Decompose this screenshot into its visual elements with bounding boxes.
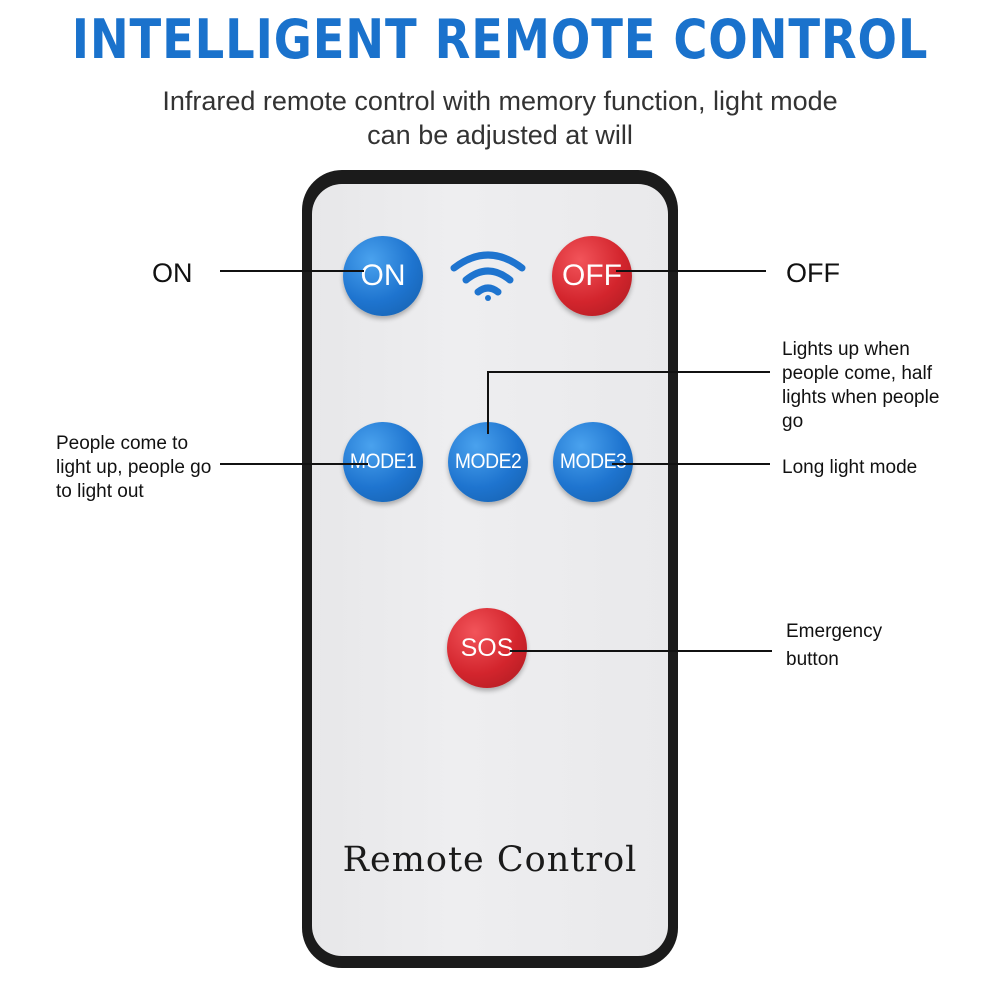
mode1-leader-line [220, 463, 368, 465]
mode2-annotation: Lights up when people come, half lights … [782, 339, 940, 432]
mode3-leader-line [612, 463, 770, 465]
sos-leader-line [510, 650, 772, 652]
sos-button-label: SOS [460, 633, 514, 662]
on-annotation: ON [152, 258, 193, 288]
off-annotation: OFF [786, 258, 840, 288]
mode2-button[interactable]: MODE2 [448, 422, 528, 502]
mode1-button-label: MODE1 [349, 450, 417, 473]
page-subtitle: Infrared remote control with memory func… [162, 86, 838, 150]
on-leader-line [220, 270, 364, 272]
mode3-annotation: Long light mode [782, 457, 918, 478]
remote-control-label: Remote Control [342, 840, 638, 880]
off-button-label: OFF [562, 259, 622, 292]
on-button-label: ON [360, 259, 406, 292]
mode2-button-label: MODE2 [454, 450, 522, 473]
sos-button[interactable]: SOS [447, 608, 527, 688]
on-button[interactable]: ON [343, 236, 423, 316]
mode1-annotation: People come to light up, people go to li… [56, 433, 212, 502]
sos-annotation: Emergency button [786, 621, 883, 670]
wifi-icon [450, 251, 526, 301]
mode1-button[interactable]: MODE1 [343, 422, 423, 502]
page-title: INTELLIGENT REMOTE CONTROL [71, 8, 929, 71]
mode3-button-label: MODE3 [559, 450, 627, 473]
off-button[interactable]: OFF [552, 236, 632, 316]
off-leader-line [616, 270, 766, 272]
mode2-leader-line-vertical [487, 372, 489, 434]
mode3-button[interactable]: MODE3 [553, 422, 633, 502]
mode2-leader-line-horizontal [487, 371, 770, 373]
